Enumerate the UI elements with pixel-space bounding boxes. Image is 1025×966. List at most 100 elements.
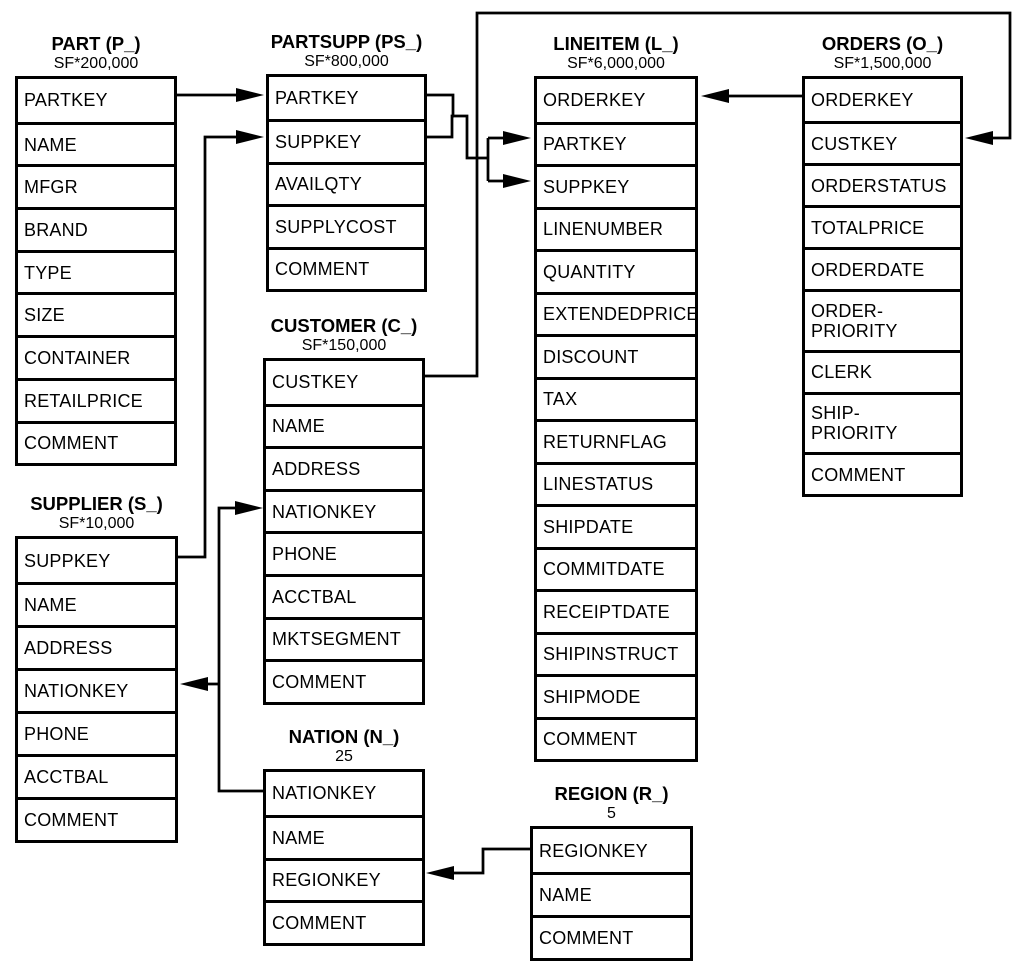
table-lineitem: LINEITEM (L_) SF*6,000,000 ORDERKEY PARTK… <box>534 33 698 762</box>
part-row-size: SIZE <box>18 292 174 335</box>
nation-row-nationkey: NATIONKEY <box>272 783 377 804</box>
rel-supplier-suppkey-to-partsupp-suppkey <box>178 130 264 559</box>
table-partsupp-title: PARTSUPP (PS_) <box>270 31 423 52</box>
table-orders-title: ORDERS (O_) <box>821 33 944 54</box>
part-row-type: TYPE <box>18 249 174 293</box>
table-supplier-cardinality: SF*10,000 <box>58 515 135 532</box>
partsupp-row-partkey: PARTKEY <box>275 88 359 109</box>
region-row-name: NAME <box>533 872 690 915</box>
customer-row-comment: COMMENT <box>266 659 422 702</box>
lineitem-row-extendedprice: EXTENDEDPRICE <box>537 291 698 335</box>
customer-row-custkey: CUSTKEY <box>272 372 359 393</box>
supplier-row-nationkey: NATIONKEY <box>18 668 175 711</box>
rel-customer-custkey-to-orders-custkey <box>425 11 1012 378</box>
lineitem-row-linestatus: LINESTATUS <box>537 461 695 505</box>
orders-row-orderkey: ORDERKEY <box>811 90 914 110</box>
partsupp-row-supplycost: SUPPLYCOST <box>269 204 424 246</box>
supplier-row-acctbal: ACCTBAL <box>18 754 175 797</box>
supplier-row-name: NAME <box>18 582 175 625</box>
orders-row-ship-priority: SHIP- PRIORITY <box>805 391 960 453</box>
lineitem-row-partkey: PARTKEY <box>537 121 695 165</box>
customer-row-name: NAME <box>266 403 422 447</box>
rel-orders-orderkey-to-lineitem-orderkey <box>701 89 802 103</box>
table-region-cardinality: 5 <box>607 805 616 822</box>
part-row-retailprice: RETAILPRICE <box>18 377 174 421</box>
rel-partsupp-to-lineitem-partkey-suppkey <box>427 93 531 188</box>
part-row-mfgr: MFGR <box>18 164 174 207</box>
table-orders: ORDERS (O_) SF*1,500,000 ORDERKEY CUSTKEY… <box>802 33 963 497</box>
lineitem-row-comment: COMMENT <box>537 716 695 760</box>
lineitem-row-orderkey: ORDERKEY <box>543 90 646 111</box>
table-customer-header: CUSTOMER (C_) SF*150,000 <box>263 315 425 356</box>
lineitem-row-shipinstruct: SHIPINSTRUCT <box>537 631 695 675</box>
rel-nation-nationkey-to-customer-nationkey <box>217 501 263 793</box>
table-region-title: REGION (R_) <box>554 783 669 804</box>
lineitem-row-shipmode: SHIPMODE <box>537 674 695 717</box>
orders-row-orderdate: ORDERDATE <box>805 247 960 289</box>
lineitem-row-suppkey: SUPPKEY <box>537 164 695 207</box>
part-row-comment: COMMENT <box>18 420 174 464</box>
lineitem-row-linenumber: LINENUMBER <box>537 206 695 250</box>
lineitem-row-tax: TAX <box>537 376 695 420</box>
table-customer-title: CUSTOMER (C_) <box>270 315 418 336</box>
lineitem-row-shipdate: SHIPDATE <box>537 504 695 547</box>
table-supplier-header: SUPPLIER (S_) SF*10,000 <box>15 493 178 534</box>
customer-row-phone: PHONE <box>266 531 422 574</box>
table-lineitem-title: LINEITEM (L_) <box>553 33 679 54</box>
nation-row-regionkey: REGIONKEY <box>266 857 422 901</box>
supplier-row-suppkey: SUPPKEY <box>24 550 111 571</box>
lineitem-row-returnflag: RETURNFLAG <box>537 419 695 462</box>
table-part-header: PART (P_) SF*200,000 <box>15 33 177 74</box>
partsupp-row-suppkey: SUPPKEY <box>269 119 424 161</box>
supplier-row-comment: COMMENT <box>18 797 175 840</box>
part-row-container: CONTAINER <box>18 335 174 378</box>
nation-row-comment: COMMENT <box>266 900 422 943</box>
partsupp-row-availqty: AVAILQTY <box>269 161 424 204</box>
table-nation-cardinality: 25 <box>335 748 353 765</box>
region-row-regionkey: REGIONKEY <box>539 840 648 861</box>
table-partsupp: PARTSUPP (PS_) SF*800,000 PARTKEY SUPPKEY… <box>266 31 427 292</box>
table-lineitem-cardinality: SF*6,000,000 <box>567 55 665 72</box>
table-orders-cardinality: SF*1,500,000 <box>833 55 932 72</box>
lineitem-row-discount: DISCOUNT <box>537 334 695 377</box>
partsupp-row-comment: COMMENT <box>269 246 424 289</box>
orders-row-orderstatus: ORDERSTATUS <box>805 163 960 205</box>
lineitem-row-quantity: QUANTITY <box>537 249 695 292</box>
customer-row-nationkey: NATIONKEY <box>266 488 422 532</box>
part-row-name: NAME <box>18 121 174 165</box>
lineitem-row-receiptdate: RECEIPTDATE <box>537 589 695 632</box>
customer-row-address: ADDRESS <box>266 446 422 489</box>
table-customer-cardinality: SF*150,000 <box>301 337 387 354</box>
orders-row-clerk: CLERK <box>805 349 960 392</box>
orders-row-custkey: CUSTKEY <box>805 121 960 163</box>
table-partsupp-cardinality: SF*800,000 <box>304 53 389 70</box>
table-nation-title: NATION (N_) <box>288 726 400 747</box>
rel-part-partkey-to-partsupp-partkey <box>177 88 264 102</box>
table-orders-header: ORDERS (O_) SF*1,500,000 <box>802 33 963 74</box>
table-nation-header: NATION (N_) 25 <box>263 726 425 767</box>
rel-region-regionkey-to-nation-regionkey <box>426 847 530 880</box>
region-row-comment: COMMENT <box>533 915 690 958</box>
table-region-header: REGION (R_) 5 <box>530 783 693 824</box>
supplier-row-phone: PHONE <box>18 711 175 754</box>
table-supplier-title: SUPPLIER (S_) <box>30 493 163 514</box>
orders-row-order-priority: ORDER- PRIORITY <box>805 289 960 350</box>
orders-row-totalprice: TOTALPRICE <box>805 205 960 247</box>
part-row-brand: BRAND <box>18 207 174 250</box>
table-partsupp-header: PARTSUPP (PS_) SF*800,000 <box>266 31 427 72</box>
